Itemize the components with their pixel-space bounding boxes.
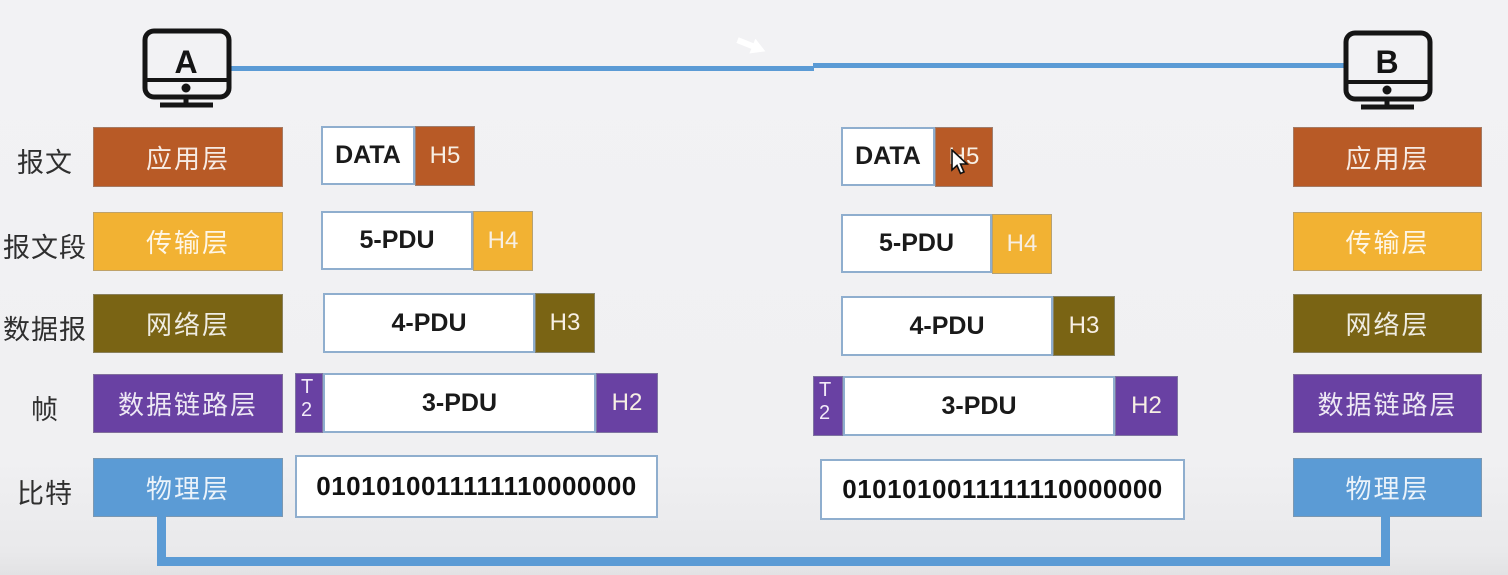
pdu-5pdu-box: 5-PDU [841, 214, 992, 273]
pdu-name-segment: 报文段 [3, 233, 87, 263]
computer-a-icon [142, 28, 232, 108]
host-b-layer-transport: 传输层 [1293, 212, 1482, 271]
host-a-layer-application: 应用层 [93, 127, 283, 187]
host-a-layer-network: 网络层 [93, 294, 283, 353]
mouse-cursor-icon [951, 149, 970, 175]
pdu-header-h4: H4 [473, 211, 533, 271]
host-b-layer-application: 应用层 [1293, 127, 1482, 187]
pdu-header-h3: H3 [535, 293, 595, 353]
host-b-layer-network: 网络层 [1293, 294, 1482, 353]
pdu-name-frame: 帧 [31, 395, 59, 425]
pdu-4pdu-box: 4-PDU [323, 293, 535, 353]
pdu-3pdu-box: 3-PDU [323, 373, 596, 433]
pdu-name-bits: 比特 [17, 479, 73, 509]
host-a-layer-physical: 物理层 [93, 458, 283, 517]
pdu-header-h3: H3 [1053, 296, 1115, 356]
host-b-layer-physical: 物理层 [1293, 458, 1482, 517]
pdu-4pdu-box: 4-PDU [841, 296, 1053, 356]
pdu-header-h2: H2 [1115, 376, 1178, 436]
computer-b-icon [1343, 30, 1433, 110]
physical-link-horizontal [157, 557, 1390, 566]
host-a-label: A [174, 44, 198, 80]
host-b-label: B [1375, 44, 1399, 80]
host-a-layer-datalink: 数据链路层 [93, 374, 283, 433]
pdu-header-h5: H5 [415, 126, 475, 186]
pdu-5pdu-box: 5-PDU [321, 211, 473, 270]
white-direction-arrow-icon [736, 37, 766, 54]
pdu-trailer-t2: T 2 [813, 376, 843, 436]
link-line-top-right [813, 63, 1344, 68]
physical-link-vertical-b [1381, 516, 1390, 566]
pdu-name-message: 报文 [17, 148, 73, 178]
pdu-trailer-t2: T 2 [295, 373, 323, 433]
pdu-header-h5: H5 [935, 127, 993, 187]
link-line-top-left [228, 66, 814, 71]
pdu-header-h2: H2 [596, 373, 658, 433]
pdu-header-h4: H4 [992, 214, 1052, 274]
bit-stream-box: 0101010011111110000000 [820, 459, 1185, 520]
pdu-data-box: DATA [321, 126, 415, 185]
pdu-3pdu-box: 3-PDU [843, 376, 1115, 436]
pdu-name-datagram: 数据报 [3, 315, 87, 345]
host-a-layer-transport: 传输层 [93, 212, 283, 271]
host-b-layer-datalink: 数据链路层 [1293, 374, 1482, 433]
bit-stream-box: 0101010011111110000000 [295, 455, 658, 518]
pdu-data-box: DATA [841, 127, 935, 186]
physical-link-vertical-a [157, 516, 166, 566]
